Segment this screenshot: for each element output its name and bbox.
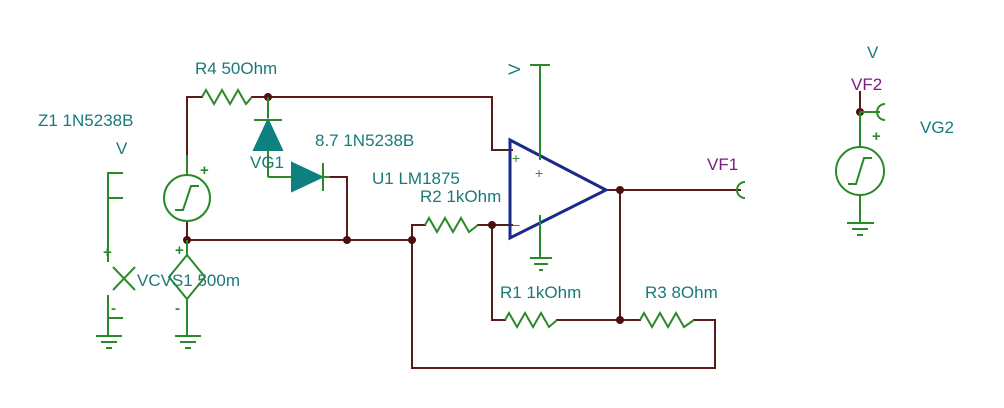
vg2-source[interactable]	[835, 91, 885, 222]
junction	[616, 186, 624, 194]
vcvs1-source[interactable]	[167, 240, 207, 335]
r3-resistor[interactable]	[639, 310, 695, 330]
vg2-label: VG2	[920, 118, 954, 137]
vf2-label: VF2	[851, 75, 882, 94]
vg1-source[interactable]	[163, 155, 211, 222]
vf1-probe-icon[interactable]	[736, 181, 746, 199]
junction	[616, 316, 624, 324]
junction	[343, 236, 351, 244]
opamp-minus-input: −	[512, 217, 520, 233]
ground-icon	[96, 335, 122, 349]
zener-diode-1[interactable]	[252, 97, 292, 178]
r3-label: R3 8Ohm	[645, 283, 718, 302]
plus-sign: +	[200, 162, 209, 179]
r2-resistor[interactable]	[424, 215, 479, 235]
vf2-probe-icon[interactable]	[860, 103, 886, 121]
plus-sign: +	[872, 128, 881, 145]
ground-icon	[847, 222, 874, 236]
wire-output-down	[619, 189, 641, 321]
zener-diode-2[interactable]	[291, 161, 330, 193]
r4-label: R4 50Ohm	[195, 59, 277, 78]
u1-label: U1 LM1875	[372, 169, 460, 188]
wire-r4-right	[251, 96, 513, 151]
opamp-plus-input: +	[512, 150, 520, 166]
wire-vg1-to-node	[186, 221, 413, 241]
z1-label: Z1 1N5238B	[38, 111, 133, 130]
r4-resistor[interactable]	[201, 87, 253, 107]
u1-opamp[interactable]	[508, 64, 610, 271]
ground-icon	[175, 335, 201, 349]
supply-v-label: V	[505, 63, 524, 75]
wire-r3-loop	[411, 239, 716, 369]
minus-sign: -	[111, 300, 116, 317]
z1-component[interactable]	[107, 172, 136, 335]
wire-feedback-node	[491, 224, 506, 321]
vcvs1-label: VCVS1 500m	[137, 271, 240, 290]
wire-r4-left	[186, 96, 203, 173]
minus-sign: -	[175, 300, 180, 317]
r1-resistor[interactable]	[504, 310, 558, 330]
z1-voltage-label: V	[116, 139, 128, 158]
junction	[408, 236, 416, 244]
wire-r2-left	[411, 224, 426, 241]
r1-label: R1 1kOhm	[500, 283, 581, 302]
r2-label: R2 1kOhm	[420, 187, 501, 206]
plus-sign: +	[103, 244, 112, 261]
vf1-label: VF1	[707, 155, 738, 174]
junction	[488, 221, 496, 229]
plus-sign: +	[175, 242, 184, 259]
opamp-plus-inner: +	[535, 165, 543, 181]
vg1-label: VG1	[250, 153, 284, 172]
d2-label: 8.7 1N5238B	[315, 131, 414, 150]
wire-d2-out	[329, 176, 348, 241]
vg2-voltage-label: V	[867, 43, 879, 62]
